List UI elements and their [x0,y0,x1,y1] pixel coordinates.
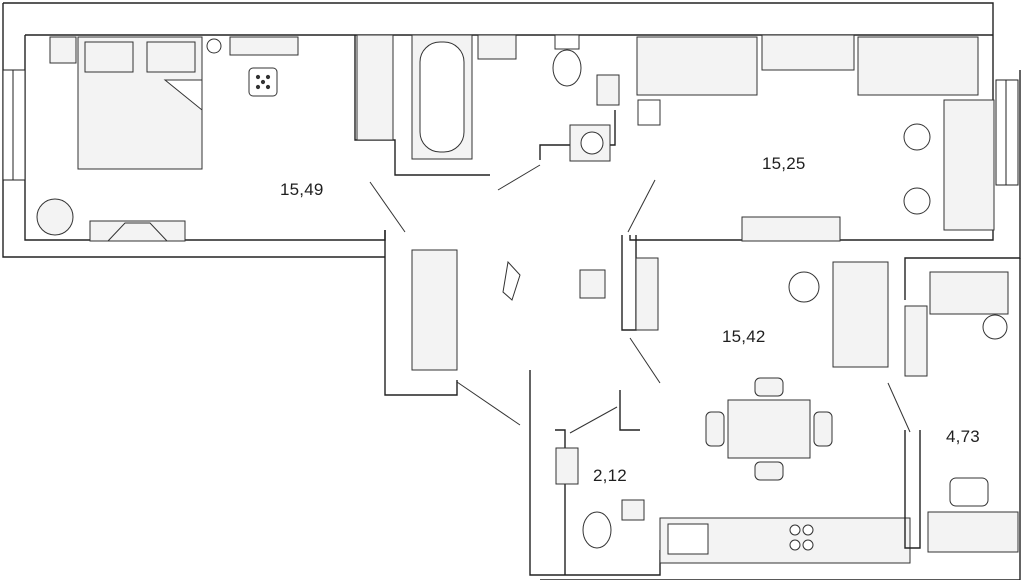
plant-bedroom-icon [207,39,221,53]
shelf-bottom [622,500,644,520]
hall-wall-segment [622,235,636,330]
laptop-desk [928,512,1018,552]
wardrobe-corridor [412,250,457,370]
bed-single-right [858,37,978,95]
wardrobe-top [357,35,393,140]
loggia-sofa [930,272,1008,314]
toilet-bottom [583,512,611,548]
shelf-units [597,75,619,105]
loggia-table [983,315,1007,339]
area-label-bedroom: 15,49 [280,180,324,200]
area-label-loggia: 4,73 [946,427,980,447]
kitchen-sink [668,524,708,554]
desk-chairs [904,124,930,214]
area-label-second-bedroom: 15,25 [762,154,806,174]
small-cabinet [638,100,660,125]
dog-icon [503,262,520,300]
toilet-top [553,35,581,86]
nightstand [50,37,76,63]
area-label-bathroom: 2,12 [593,466,627,486]
dining-table [728,400,810,458]
desk [944,100,994,230]
tv-unit-living [636,258,658,330]
sink-top [478,35,516,59]
area-label-living-kitchen: 15,42 [722,327,766,347]
pot [950,478,988,506]
bathtub [412,35,472,159]
hall-cabinet [580,270,605,298]
tv-stand-right [742,217,840,241]
washing-machine [570,125,610,161]
pouf [249,68,277,96]
tv-stand-bedroom [90,221,185,241]
coffee-table [789,272,819,302]
sofa [833,262,888,367]
shelf-loggia [905,306,927,376]
dresser [230,37,298,55]
double-bed [78,37,202,169]
armchair [37,199,73,235]
window-right [996,80,1018,185]
window-left [3,70,25,180]
outer-wall-top [3,3,993,35]
bed-single-left [637,37,757,95]
sink-bottom [556,448,578,484]
wardrobe-top-right [762,35,854,70]
